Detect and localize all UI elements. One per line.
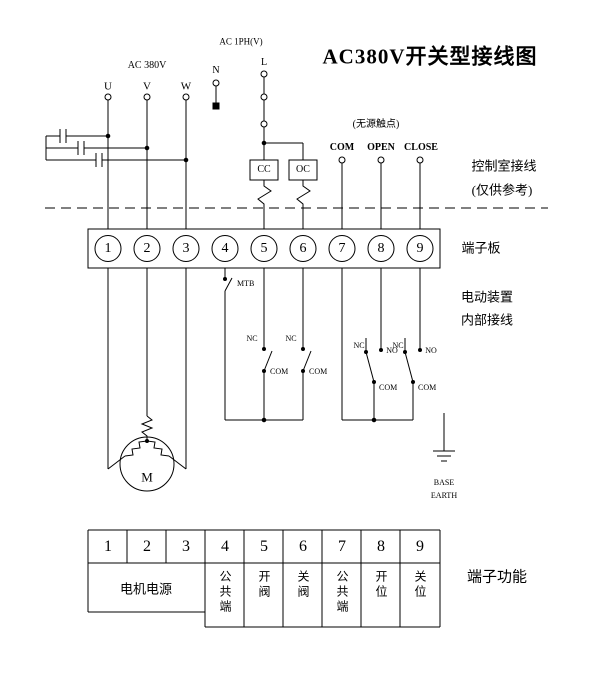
terminal-3: 3 <box>182 241 190 256</box>
mtb-label: MTB <box>237 279 255 288</box>
indication-common-bus <box>342 417 413 423</box>
motor-letter: M <box>141 469 153 485</box>
function-cell-7: 公共端 <box>335 570 349 615</box>
for-reference-label: (仅供参考) <box>471 182 533 198</box>
control-common-bus <box>225 417 303 423</box>
single-phase-feed <box>212 70 304 160</box>
terminal-board-label: 端子板 <box>461 240 501 256</box>
nc-label-close-position: NC <box>392 341 404 350</box>
mtb-thermal-protector <box>223 268 233 420</box>
table-number-7: 7 <box>338 538 346 555</box>
com-label-close-position: COM <box>418 383 437 392</box>
internal-wiring-label-2: 内部接线 <box>460 312 514 328</box>
remote-contact-lines <box>338 156 424 229</box>
motor-power-cell: 电机电源 <box>119 581 173 597</box>
com-terminal-label: COM <box>329 142 355 153</box>
close-valve-limit-switch <box>301 268 312 420</box>
nc-label-open-position: NC <box>353 341 365 350</box>
phase-w-label: W <box>180 80 192 93</box>
no-label-open-position: NO <box>386 346 398 355</box>
function-cell-9: 关位 <box>413 570 427 600</box>
terminal-4: 4 <box>221 241 229 256</box>
table-number-9: 9 <box>416 538 424 555</box>
oc-coil-label: OC <box>296 164 310 175</box>
terminal-7: 7 <box>338 241 346 256</box>
nc-label-open-limit: NC <box>246 334 258 343</box>
phase-u-label: U <box>104 80 112 93</box>
open-terminal-label: OPEN <box>367 142 395 153</box>
earth-label: EARTH <box>430 491 458 500</box>
table-number-5: 5 <box>260 538 268 555</box>
function-cell-6: 关阀 <box>296 570 310 600</box>
terminal-9: 9 <box>416 241 424 256</box>
terminal-5: 5 <box>260 241 268 256</box>
phase-v-label: V <box>143 80 151 93</box>
neutral-label: N <box>212 65 220 76</box>
motor-symbol <box>107 268 187 492</box>
table-number-6: 6 <box>299 538 307 555</box>
function-cell-4: 公共端 <box>218 570 232 615</box>
function-cell-5: 开阀 <box>257 570 271 600</box>
com-label-open-position: COM <box>379 383 398 392</box>
nc-label-close-limit: NC <box>285 334 297 343</box>
terminal-2: 2 <box>143 241 151 256</box>
open-position-switch <box>364 268 383 420</box>
close-position-switch <box>403 268 422 420</box>
terminal-8: 8 <box>377 241 385 256</box>
table-number-4: 4 <box>221 538 229 555</box>
table-number-2: 2 <box>143 538 151 555</box>
table-number-1: 1 <box>104 538 112 555</box>
terminal-board <box>87 228 441 269</box>
internal-wiring-label-1: 电动装置 <box>460 289 514 305</box>
page-title: AC380V开关型接线图 <box>322 44 538 69</box>
no-label-close-position: NO <box>425 346 437 355</box>
table-number-3: 3 <box>182 538 190 555</box>
function-table-caption: 端子功能 <box>466 569 528 586</box>
table-number-8: 8 <box>377 538 385 555</box>
open-valve-limit-switch <box>262 268 273 420</box>
terminal-1: 1 <box>104 241 112 256</box>
function-cell-8: 开位 <box>374 570 388 600</box>
com-label-open-limit: COM <box>270 367 289 376</box>
function-table-grid <box>87 529 441 628</box>
base-label: BASE <box>433 478 455 487</box>
control-room-wiring-label: 控制室接线 <box>471 158 537 174</box>
live-label: L <box>260 57 268 68</box>
phase-lines <box>104 93 190 229</box>
earth-symbol <box>433 413 455 462</box>
close-terminal-label: CLOSE <box>404 142 438 153</box>
phase-capacitors <box>45 129 189 167</box>
com-label-close-limit: COM <box>309 367 328 376</box>
ac-1ph-label: AC 1PH(V) <box>219 36 263 47</box>
cc-coil-label: CC <box>257 164 271 175</box>
passive-contact-note: (无源触点) <box>352 119 400 130</box>
ac-380v-label: AC 380V <box>127 60 167 71</box>
terminal-6: 6 <box>299 241 307 256</box>
